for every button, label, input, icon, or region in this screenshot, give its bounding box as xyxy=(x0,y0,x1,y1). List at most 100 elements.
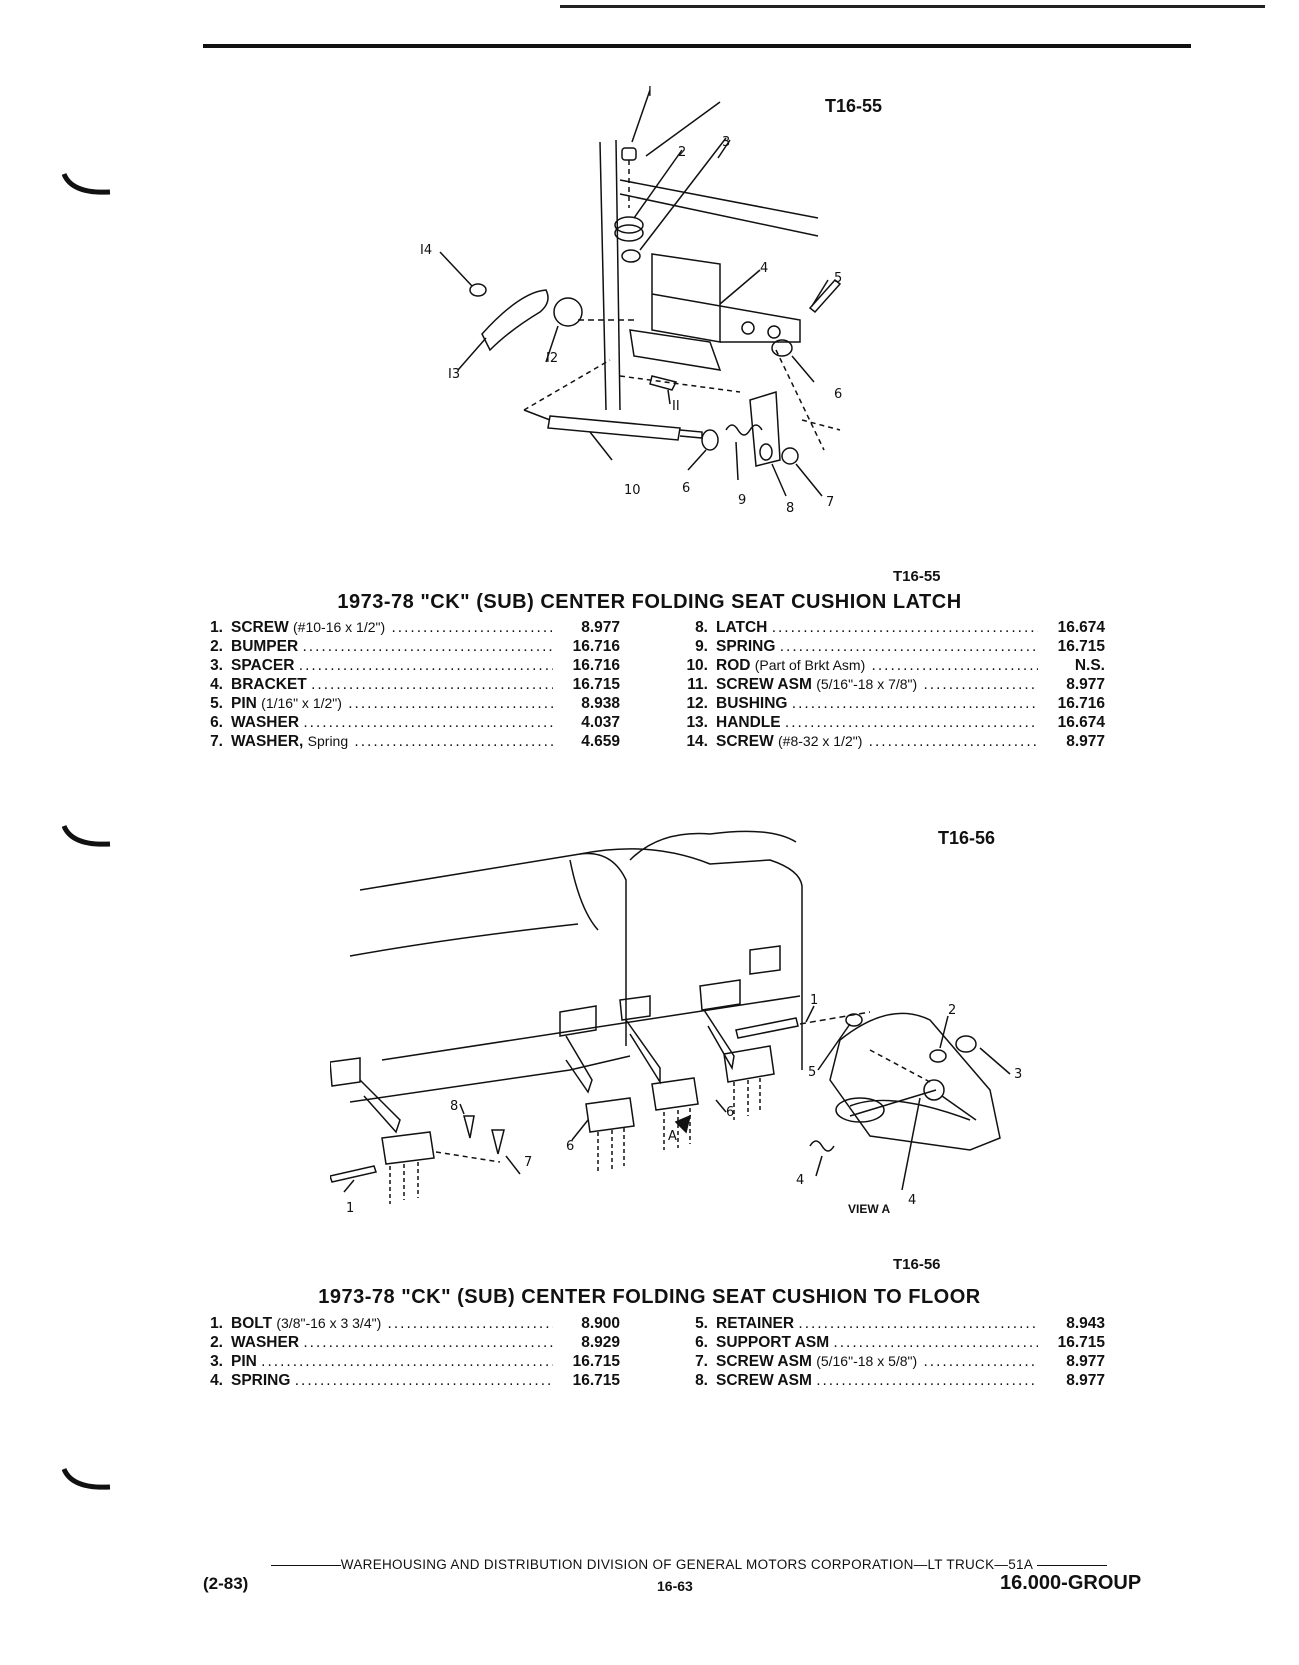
part-spec: (#8-32 x 1/2") xyxy=(778,733,863,749)
part-row: 10.ROD (Part of Brkt Asm) ..............… xyxy=(680,656,1200,675)
part-group-code: 16.674 xyxy=(1057,714,1105,731)
part-number: 5. xyxy=(695,1315,708,1332)
part-name: PIN (1/16" x 1/2") .....................… xyxy=(231,694,553,713)
leader-dots: ........................................… xyxy=(354,733,553,750)
part-number: 7. xyxy=(210,733,223,750)
part-spec: (5/16"-18 x 7/8") xyxy=(816,676,918,692)
part-name: HANDLE .................................… xyxy=(716,713,1038,732)
callout: 5 xyxy=(834,271,842,286)
callout: 5 xyxy=(808,1065,816,1080)
part-group-code: 4.659 xyxy=(581,733,620,750)
part-group-code: 8.977 xyxy=(1066,733,1105,750)
part-number: 6. xyxy=(210,714,223,731)
leader-dots: ........................................… xyxy=(303,714,553,731)
part-row: 9.SPRING ...............................… xyxy=(680,637,1200,656)
part-name: SCREW ASM ..............................… xyxy=(716,1371,1038,1390)
callout: A xyxy=(668,1129,677,1144)
part-name: SPRING .................................… xyxy=(231,1371,553,1390)
leader-dots: ........................................… xyxy=(771,619,1038,636)
part-row: 2.BUMPER ...............................… xyxy=(195,637,635,656)
section-title: 1973-78 "CK" (SUB) CENTER FOLDING SEAT C… xyxy=(337,591,962,613)
leader-dots: ........................................… xyxy=(294,1372,553,1389)
part-name-text: WASHER, xyxy=(231,733,304,750)
part-row: 7.WASHER, Spring .......................… xyxy=(195,732,635,751)
callout: 2 xyxy=(678,145,686,160)
part-group-code: 8.938 xyxy=(581,695,620,712)
callout: 8 xyxy=(786,501,794,516)
part-group-code: 8.977 xyxy=(1066,1372,1105,1389)
part-name-text: SCREW ASM xyxy=(716,676,812,693)
part-spec: (3/8"-16 x 3 3/4") xyxy=(276,1315,382,1331)
callout: 6 xyxy=(682,481,690,496)
part-group-code: 16.716 xyxy=(1057,695,1105,712)
part-row: 5.PIN (1/16" x 1/2") ...................… xyxy=(195,694,635,713)
part-group-code: 16.715 xyxy=(572,676,620,693)
leader-dots: ........................................… xyxy=(779,638,1038,655)
latch-exploded-diagram: I 2 3 4 5 6 6 7 8 9 10 II I2 I3 I4 xyxy=(420,85,842,516)
part-name-text: WASHER xyxy=(231,714,300,731)
part-row: 7.SCREW ASM (5/16"-18 x 5/8") ..........… xyxy=(680,1352,1200,1371)
leader-dots: ........................................… xyxy=(791,695,1038,712)
part-group-code: 16.715 xyxy=(572,1372,620,1389)
part-name-text: SCREW ASM xyxy=(716,1372,812,1389)
part-group-code: 8.900 xyxy=(581,1315,620,1332)
group-label: 16.000-GROUP xyxy=(1000,1572,1142,1594)
binder-mark xyxy=(62,172,111,195)
callout: 3 xyxy=(1014,1067,1022,1082)
leader-dots: ........................................… xyxy=(923,676,1038,693)
callout: 8 xyxy=(450,1099,458,1114)
part-row: 1.BOLT (3/8"-16 x 3 3/4") ..............… xyxy=(195,1314,635,1333)
part-name-text: PIN xyxy=(231,695,257,712)
part-number: 13. xyxy=(686,714,708,731)
part-spec: (1/16" x 1/2") xyxy=(261,695,342,711)
part-group-code: 16.715 xyxy=(1057,1334,1105,1351)
part-row: 6.SUPPORT ASM ..........................… xyxy=(680,1333,1200,1352)
callout: I4 xyxy=(420,243,432,258)
part-name: LATCH ..................................… xyxy=(716,618,1038,637)
leader-dots: ........................................… xyxy=(871,657,1038,674)
leader-dots: ........................................… xyxy=(816,1372,1038,1389)
part-name: RETAINER ...............................… xyxy=(716,1314,1038,1333)
part-name: PIN ....................................… xyxy=(231,1352,553,1371)
leader-dots: ........................................… xyxy=(348,695,553,712)
part-name: SUPPORT ASM ............................… xyxy=(716,1333,1038,1352)
header-rule xyxy=(203,44,1191,48)
part-number: 8. xyxy=(695,619,708,636)
part-name: BOLT (3/8"-16 x 3 3/4") ................… xyxy=(231,1314,553,1333)
parts-list-left: 1.BOLT (3/8"-16 x 3 3/4") ..............… xyxy=(195,1314,635,1390)
part-row: 1.SCREW (#10-16 x 1/2") ................… xyxy=(195,618,635,637)
figure-label: T16-56 xyxy=(938,828,996,848)
part-number: 7. xyxy=(695,1353,708,1370)
part-row: 12.BUSHING .............................… xyxy=(680,694,1200,713)
leader-dots: ........................................… xyxy=(298,657,553,674)
part-name-text: SCREW xyxy=(231,619,289,636)
callout: 6 xyxy=(566,1139,574,1154)
part-group-code: 8.929 xyxy=(581,1334,620,1351)
part-name-text: BUMPER xyxy=(231,638,299,655)
part-group-code: 16.715 xyxy=(572,1353,620,1370)
part-row: 13. HANDLE ..............................… xyxy=(680,713,1200,732)
part-group-code: 16.674 xyxy=(1057,619,1105,636)
part-name: WASHER .................................… xyxy=(231,713,553,732)
figure-caption: T16-56 xyxy=(893,1256,941,1273)
part-number: 11. xyxy=(687,676,708,693)
callout: I xyxy=(648,85,652,100)
part-row: 4.SPRING ...............................… xyxy=(195,1371,635,1390)
page-number: 16-63 xyxy=(657,1578,693,1594)
part-row: 5. RETAINER .............................… xyxy=(680,1314,1200,1333)
part-spec: (Part of Brkt Asm) xyxy=(754,657,866,673)
part-row: 3.SPACER ...............................… xyxy=(195,656,635,675)
part-group-code: 8.977 xyxy=(1066,1353,1105,1370)
figure-label: T16-55 xyxy=(825,96,883,116)
callout: 4 xyxy=(796,1173,804,1188)
callout: I2 xyxy=(546,351,558,366)
callout: 2 xyxy=(948,1003,956,1018)
part-group-code: 8.977 xyxy=(581,619,620,636)
parts-list-right: 8. LATCH ................................… xyxy=(680,618,1200,751)
callout: II xyxy=(672,399,680,414)
part-name-text: BOLT xyxy=(231,1315,273,1332)
part-name: ROD (Part of Brkt Asm) .................… xyxy=(716,656,1038,675)
part-number: 3. xyxy=(210,657,223,674)
part-group-code: 16.716 xyxy=(572,638,620,655)
part-number: 4. xyxy=(210,676,223,693)
